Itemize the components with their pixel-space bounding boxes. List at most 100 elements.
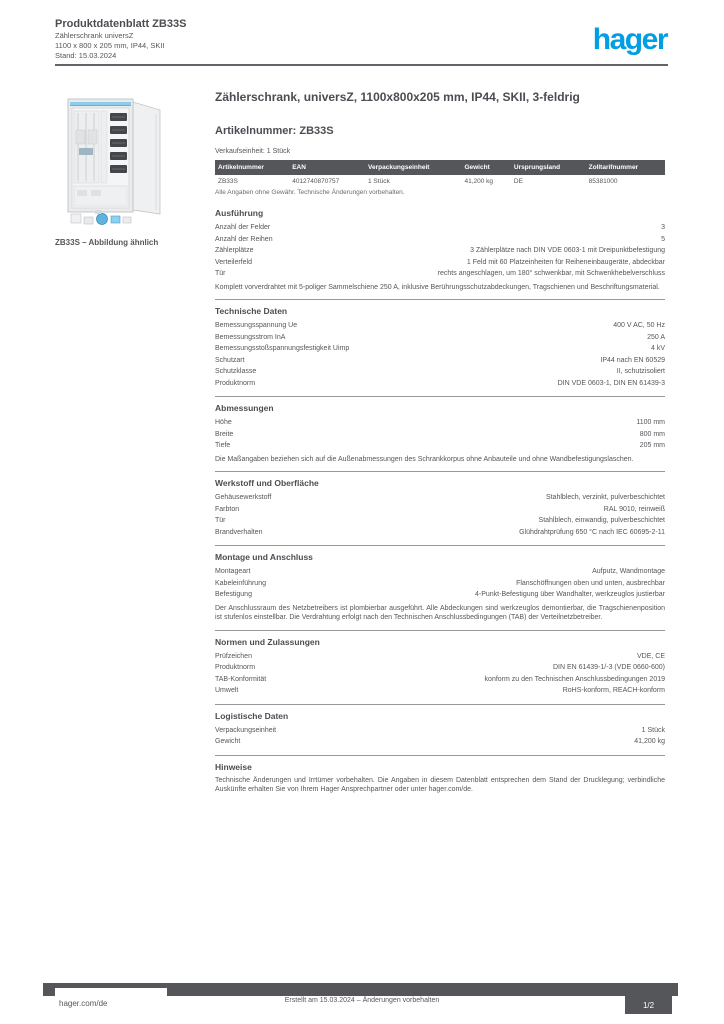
spec-value: 4-Punkt-Befestigung über Wandhalter, wer… [474,591,665,598]
section-paragraph: Die Maßangaben beziehen sich auf die Auß… [215,455,634,463]
spec-value: rechts angeschlagen, um 180° schwenkbar,… [437,270,665,277]
spec-label: Zählerplätze [215,247,254,254]
spec-row: Tür Stahlblech, einwandig, pulverbeschich… [215,515,665,527]
spec-value: VDE, CE [636,652,665,660]
spec-row: Tiefe 205 mm [215,440,665,452]
product-image-caption: ZB33S – Abbildung ähnlich [55,238,159,247]
spec-label: Bemessungsstoßspannungsfestigkeit Uimp [215,345,350,352]
spec-label: Höhe [215,419,232,426]
spec-label: Tür [215,517,226,524]
spec-row: Tür rechts angeschlagen, um 180° schwenkb… [215,268,665,280]
spec-label: Tür [215,270,226,277]
section-heading: Werkstoff und Oberfläche [215,478,319,488]
spec-label: Befestigung [215,591,252,598]
spec-value: II, schutzisoliert [616,368,665,375]
spec-value: 800 mm [639,430,665,438]
spec-label: Kabeleinführung [215,579,266,587]
table-note: Alle Angaben ohne Gewähr. Technische Änd… [215,189,405,196]
table-header-cell: EAN [289,160,366,175]
spec-label: TAB-Konformität [215,675,267,683]
spec-row: Gewicht 41,200 kg [215,736,665,748]
section-heading: Hinweise [215,761,252,772]
section-heading: Abmessungen [215,403,274,413]
document-subline: Zählerschrank universZ [55,31,134,40]
meter-cabinet-illustration [67,98,161,225]
spec-label: Schutzklasse [215,368,257,375]
spec-row: Brandverhalten Glühdrahtprüfung 650 °C na… [215,527,665,539]
spec-row: Kabeleinführung Flanschöffnungen oben und… [215,578,665,590]
table-header-cell: Ursprungsland [510,160,586,175]
section-heading: Logistische Daten [215,710,289,721]
table-cell: 1 Stück [368,178,390,185]
spec-value: 205 mm [639,442,665,449]
spec-value: 5 [661,235,665,243]
spec-label: Gewicht [215,738,241,745]
document-date: Stand: 15.03.2024 [55,51,117,60]
spec-label: Verteilerfeld [215,258,252,266]
section-heading: Montage und Anschluss [215,552,313,562]
spec-label: Brandverhalten [215,528,263,536]
spec-value: 1 Stück [641,726,665,734]
spec-label: Bemessungsstrom InA [215,333,286,341]
footer-note: Erstellt am 15.03.2024 – Änderungen vorb… [284,997,440,1004]
sales-unit-note: Verkaufseinheit: 1 Stück [215,148,291,155]
spec-row: Verpackungseinheit 1 Stück [215,725,665,737]
spec-label: Anzahl der Reihen [215,235,273,243]
hager-logo: hager [592,23,669,56]
spec-label: Verpackungseinheit [215,726,277,734]
spec-value: 1 Feld mit 60 Platzeinheiten für Reihene… [466,258,665,266]
spec-value: Glühdrahtprüfung 650 °C nach IEC 60695-2… [519,528,665,536]
spec-row: Bemessungsstoßspannungsfestigkeit Uimp 4 … [215,343,665,355]
page-title: Zählerschrank, universZ, 1100x800x205 mm… [215,90,580,104]
header-divider [55,64,668,66]
spec-value: DIN VDE 0603-1, DIN EN 61439-3 [557,379,665,387]
website-link[interactable]: hager.com/de [55,988,167,1018]
spec-row: Breite 800 mm [215,429,665,441]
spec-value: RoHS-konform, REACH-konform [562,687,665,694]
spec-value: 4 kV [650,345,665,352]
spec-row: Verteilerfeld 1 Feld mit 60 Platzeinheite… [215,257,665,269]
spec-value: Flanschöffnungen oben und unten, ausbrec… [516,579,665,587]
article-number: Artikelnummer: ZB33S [215,125,334,137]
product-image [55,90,167,232]
spec-value: Stahlblech, verzinkt, pulverbeschichtet [545,494,665,501]
spec-label: Prüfzeichen [215,652,252,660]
spec-label: Anzahl der Felder [215,224,271,231]
spec-row: Schutzklasse II, schutzisoliert [215,366,665,378]
spec-label: Breite [215,430,234,438]
spec-value: DIN EN 61439-1/-3 (VDE 0660-600) [552,664,665,671]
section-paragraph: Komplett vorverdrahtet mit 5-poliger Sam… [215,283,660,291]
section-heading: Ausführung [215,208,264,218]
spec-row: Bemessungsstrom InA 250 A [215,332,665,344]
spec-value: Stahlblech, einwandig, pulverbeschichtet [538,517,665,524]
spec-value: RAL 9010, reinweiß [603,505,665,513]
spec-row: Anzahl der Felder 3 [215,222,665,234]
table-cell: 85381000 [588,178,618,185]
table-cell: DE [513,178,523,185]
spec-label: Tiefe [215,442,231,449]
spec-label: Montageart [215,568,251,575]
spec-value: 41,200 kg [634,738,665,745]
spec-value: 250 A [647,333,665,341]
spec-value: IP44 nach EN 60529 [600,356,665,364]
table-cell: ZB33S [218,178,238,185]
spec-value: 3 [661,224,665,231]
section-heading: Normen und Zulassungen [215,636,320,647]
spec-value: konform zu den Technischen Anschlussbedi… [484,675,665,683]
spec-value: 1100 mm [636,419,665,426]
